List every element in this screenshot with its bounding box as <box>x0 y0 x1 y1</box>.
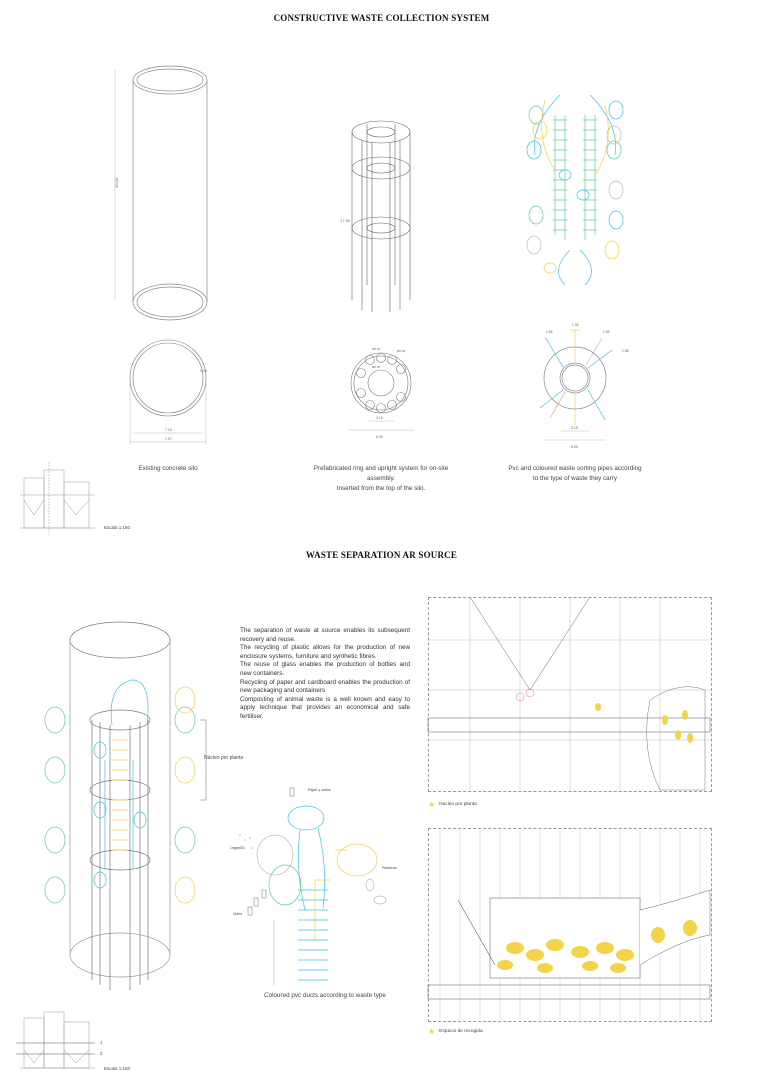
dim-silo-wall: 0.40 <box>200 369 207 373</box>
scale-label-2: Escala 1:150 <box>104 1066 131 1071</box>
dim-silo-inner: 7.10 <box>165 428 172 432</box>
paragraph-line: Recycling of paper and cardboard enables… <box>240 678 410 695</box>
duct-label-glass: Vidrio <box>233 912 243 916</box>
section-title-separation: WASTE SEPARATION AR SOURCE <box>305 550 458 560</box>
dim-pipe-b: 1.38 <box>572 323 579 327</box>
dim-ring-hole-b: Ø0.30 <box>397 349 406 353</box>
isometric-core-drawing <box>44 621 207 990</box>
core-label: Núcleo por planta <box>204 755 244 761</box>
dim-ring-height: 17.90 <box>340 218 351 223</box>
description-paragraph: The separation of waste at source enable… <box>240 627 410 722</box>
dim-silo-outer: 7.97 <box>165 437 172 441</box>
dim-pipe-c: 1.58 <box>603 330 610 334</box>
paragraph-line: The separation of waste at source enable… <box>240 627 410 643</box>
legend-collection-label: Espacio de recogida <box>439 1029 483 1034</box>
silo-elevation <box>114 65 208 321</box>
caption-pipes-line1: Pvc and coloured waste sorting pipes acc… <box>508 465 642 472</box>
panel-collection-space <box>428 828 712 1022</box>
dim-pipe-d: 1.58 <box>622 349 629 353</box>
ring-system-elevation <box>351 120 411 312</box>
duct-label-paper: Papel y cartón <box>308 788 331 792</box>
building-elevation-small-2 <box>16 1011 95 1069</box>
paragraph-line: Composting of animal waste is a well kno… <box>240 695 410 720</box>
duct-label-organic: Orgánico <box>230 846 245 850</box>
section-title-constructive: CONSTRUCTIVE WASTE COLLECTION SYSTEM <box>273 13 490 23</box>
legend-core: ★Núcleo por planta <box>428 800 477 809</box>
caption-pipes-line2: to the type of waste they carry <box>533 475 617 482</box>
ducts-diagram <box>239 787 387 985</box>
caption-ring-line3: Inserted from the top of the silo. <box>336 485 426 492</box>
ring-plan <box>348 352 414 431</box>
pipes-elevation <box>526 94 624 286</box>
caption-silo: Existing concrete silo <box>138 465 198 472</box>
paragraph-line: The recycling of plastic allows for the … <box>240 644 410 660</box>
silo-plan <box>129 339 207 445</box>
panel-floor-core <box>428 597 712 792</box>
duct-label-plastic: Plásticos <box>382 866 397 870</box>
level-1-label: 1 <box>100 1040 103 1045</box>
star-icon: ★ <box>428 800 436 809</box>
dim-pipe-outer: 6.00 <box>571 445 578 449</box>
dim-pipe-inner: 3.15 <box>571 426 578 430</box>
star-icon: ★ <box>428 1027 436 1036</box>
dim-ring-hole-a: Ø0.30 <box>372 347 381 351</box>
caption-ducts: Coloured pvc ducts according to waste ty… <box>264 992 386 999</box>
dim-ring-inner: 3.15 <box>376 416 383 420</box>
legend-collection: ★Espacio de recogida <box>428 1027 483 1036</box>
paragraph-line: The reuse of glass enables the productio… <box>240 661 410 677</box>
building-elevation-small <box>20 462 95 535</box>
caption-ring-line2: assembly. <box>367 475 395 482</box>
scale-label-1: Escala 1:150 <box>104 525 131 530</box>
level-2-label: 2 <box>100 1051 103 1056</box>
dim-ring-hole-c: Ø0.35 <box>372 365 381 369</box>
dim-pipe-a: 1.58 <box>546 330 553 334</box>
caption-ring-line1: Prefabricated ring and upright system fo… <box>313 465 449 472</box>
legend-core-label: Núcleo por planta <box>439 802 477 807</box>
dim-silo-height: 30.00 <box>114 177 119 188</box>
dim-ring-outer: 6.00 <box>376 435 383 439</box>
interior-section-2 <box>427 830 711 1020</box>
pipes-plan <box>539 329 613 441</box>
